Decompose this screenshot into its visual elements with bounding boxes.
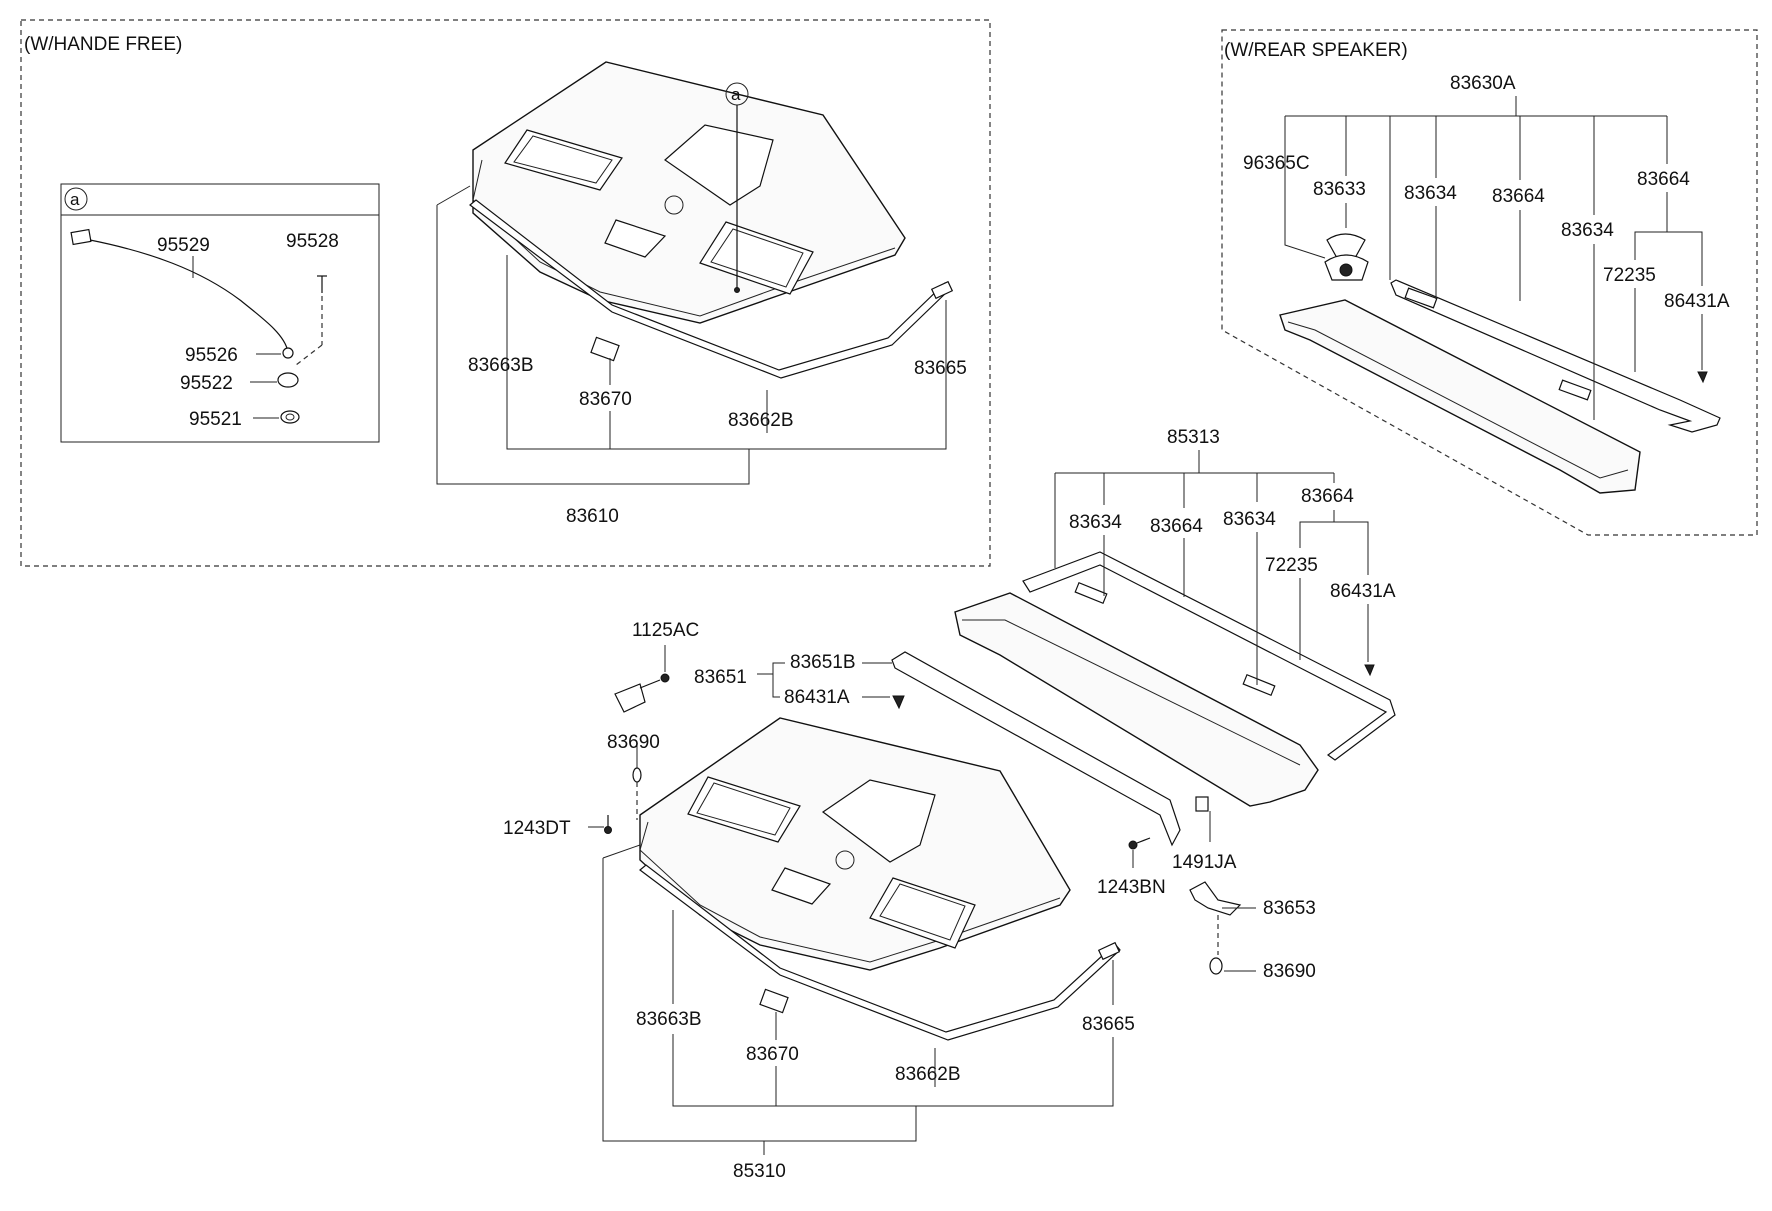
lower-speaker-opening-right — [869, 877, 976, 949]
speaker-grille-icon — [1324, 233, 1369, 281]
label-m-1243BN: 1243BN — [1097, 877, 1166, 898]
rs-clip-right — [1558, 379, 1592, 401]
rear-speaker-section-title: (W/REAR SPEAKER) — [1224, 40, 1408, 61]
m-clip-left — [1074, 581, 1108, 605]
screw-icon — [317, 275, 327, 293]
lower-center-opening — [771, 867, 832, 905]
label-rs-83633: 83633 — [1313, 179, 1366, 200]
label-m-83653: 83653 — [1263, 898, 1316, 919]
callout-a-label: a — [731, 85, 741, 104]
lower-bracket-83670 — [759, 988, 789, 1014]
wire-harness — [89, 239, 289, 353]
label-rs-72235: 72235 — [1603, 265, 1656, 286]
label-rs-96365C: 96365C — [1243, 153, 1310, 174]
grommet-icon — [282, 347, 294, 359]
label-95526: 95526 — [185, 345, 238, 366]
label-hf-83670: 83670 — [579, 389, 632, 410]
lower-speaker-opening-left — [687, 776, 801, 843]
label-95528: 95528 — [286, 231, 339, 252]
rail-83651B — [891, 651, 1181, 847]
label-m-1491JA: 1491JA — [1172, 852, 1237, 873]
label-m-83662B: 83662B — [895, 1064, 961, 1085]
pin-83690-a — [632, 767, 642, 783]
hands-free-package-tray: a — [472, 61, 906, 324]
label-m-83690-a: 83690 — [607, 732, 660, 753]
label-hf-83662B: 83662B — [728, 410, 794, 431]
speaker-opening-right — [699, 221, 814, 295]
label-rs-83664-b: 83664 — [1637, 169, 1690, 190]
connector-icon — [70, 228, 92, 246]
lower-end-clip — [1097, 941, 1121, 961]
label-m-83690-b: 83690 — [1263, 961, 1316, 982]
hf-end-clip — [930, 280, 954, 300]
middle-cover-assembly — [954, 551, 1396, 807]
lower-package-tray — [639, 717, 1071, 971]
hands-free-section-frame — [20, 19, 991, 567]
label-rs-83630A: 83630A — [1450, 73, 1516, 94]
label-m-83651B: 83651B — [790, 652, 856, 673]
rs-clip-86431A — [1697, 371, 1708, 384]
bracket-1125AC — [614, 673, 670, 713]
label-m-1125AC: 1125AC — [632, 620, 699, 641]
label-m-72235: 72235 — [1265, 555, 1318, 576]
label-m-86431A-b: 86431A — [784, 687, 850, 708]
label-rs-83664-a: 83664 — [1492, 186, 1545, 207]
rear-speaker-cover-assembly — [1279, 233, 1721, 494]
label-m-83664-a: 83664 — [1150, 516, 1203, 537]
label-m-83670: 83670 — [746, 1044, 799, 1065]
m-leader-lines — [1054, 450, 1369, 685]
label-m-83634-b: 83634 — [1223, 509, 1276, 530]
label-m-83664-b: 83664 — [1301, 486, 1354, 507]
label-95529: 95529 — [157, 235, 210, 256]
lower-leader-lines — [602, 844, 1114, 1155]
rs-clip-left — [1404, 287, 1438, 309]
label-m-85310: 85310 — [733, 1161, 786, 1182]
m-small-leaders — [757, 662, 892, 698]
speaker-opening-left — [504, 129, 623, 191]
label-rs-86431A: 86431A — [1664, 291, 1730, 312]
nut-icon — [280, 410, 300, 424]
clip-86431A-b — [892, 695, 905, 710]
center-opening — [604, 219, 667, 258]
label-m-83651: 83651 — [694, 667, 747, 688]
clip-1491JA — [1195, 796, 1209, 812]
label-m-1243DT: 1243DT — [503, 818, 571, 839]
hf-leader-lines — [436, 185, 947, 485]
inset-a: a 95529 95528 95526 95522 95521 — [60, 183, 380, 443]
m-clip-right — [1242, 673, 1276, 697]
label-95522: 95522 — [180, 373, 233, 394]
screw-1243DT — [604, 815, 612, 834]
label-m-85313: 85313 — [1167, 427, 1220, 448]
inset-a-marker — [64, 187, 88, 211]
label-hf-83663B: 83663B — [468, 355, 534, 376]
inset-a-marker-label: a — [70, 190, 80, 209]
rear-speaker-section-frame — [1221, 29, 1758, 536]
m-clip-86431A — [1364, 664, 1375, 677]
label-m-83634-a: 83634 — [1069, 512, 1122, 533]
pin-83690-b — [1209, 957, 1223, 975]
label-m-86431A: 86431A — [1330, 581, 1396, 602]
center-mount-plate — [664, 124, 774, 206]
label-hf-83665: 83665 — [914, 358, 967, 379]
hands-free-section-title: (W/HANDE FREE) — [24, 34, 182, 55]
screw-1243BN — [1128, 837, 1151, 850]
label-hf-83610: 83610 — [566, 506, 619, 527]
hf-bracket-83670 — [590, 336, 620, 362]
bracket-83653 — [1189, 881, 1242, 916]
label-m-83663B: 83663B — [636, 1009, 702, 1030]
label-95521: 95521 — [189, 409, 242, 430]
washer-icon — [277, 372, 299, 388]
label-rs-83634-a: 83634 — [1404, 183, 1457, 204]
rs-leader-lines — [1284, 96, 1703, 420]
lower-center-mount-plate — [821, 779, 936, 863]
label-rs-83634-b: 83634 — [1561, 220, 1614, 241]
label-m-83665: 83665 — [1082, 1014, 1135, 1035]
